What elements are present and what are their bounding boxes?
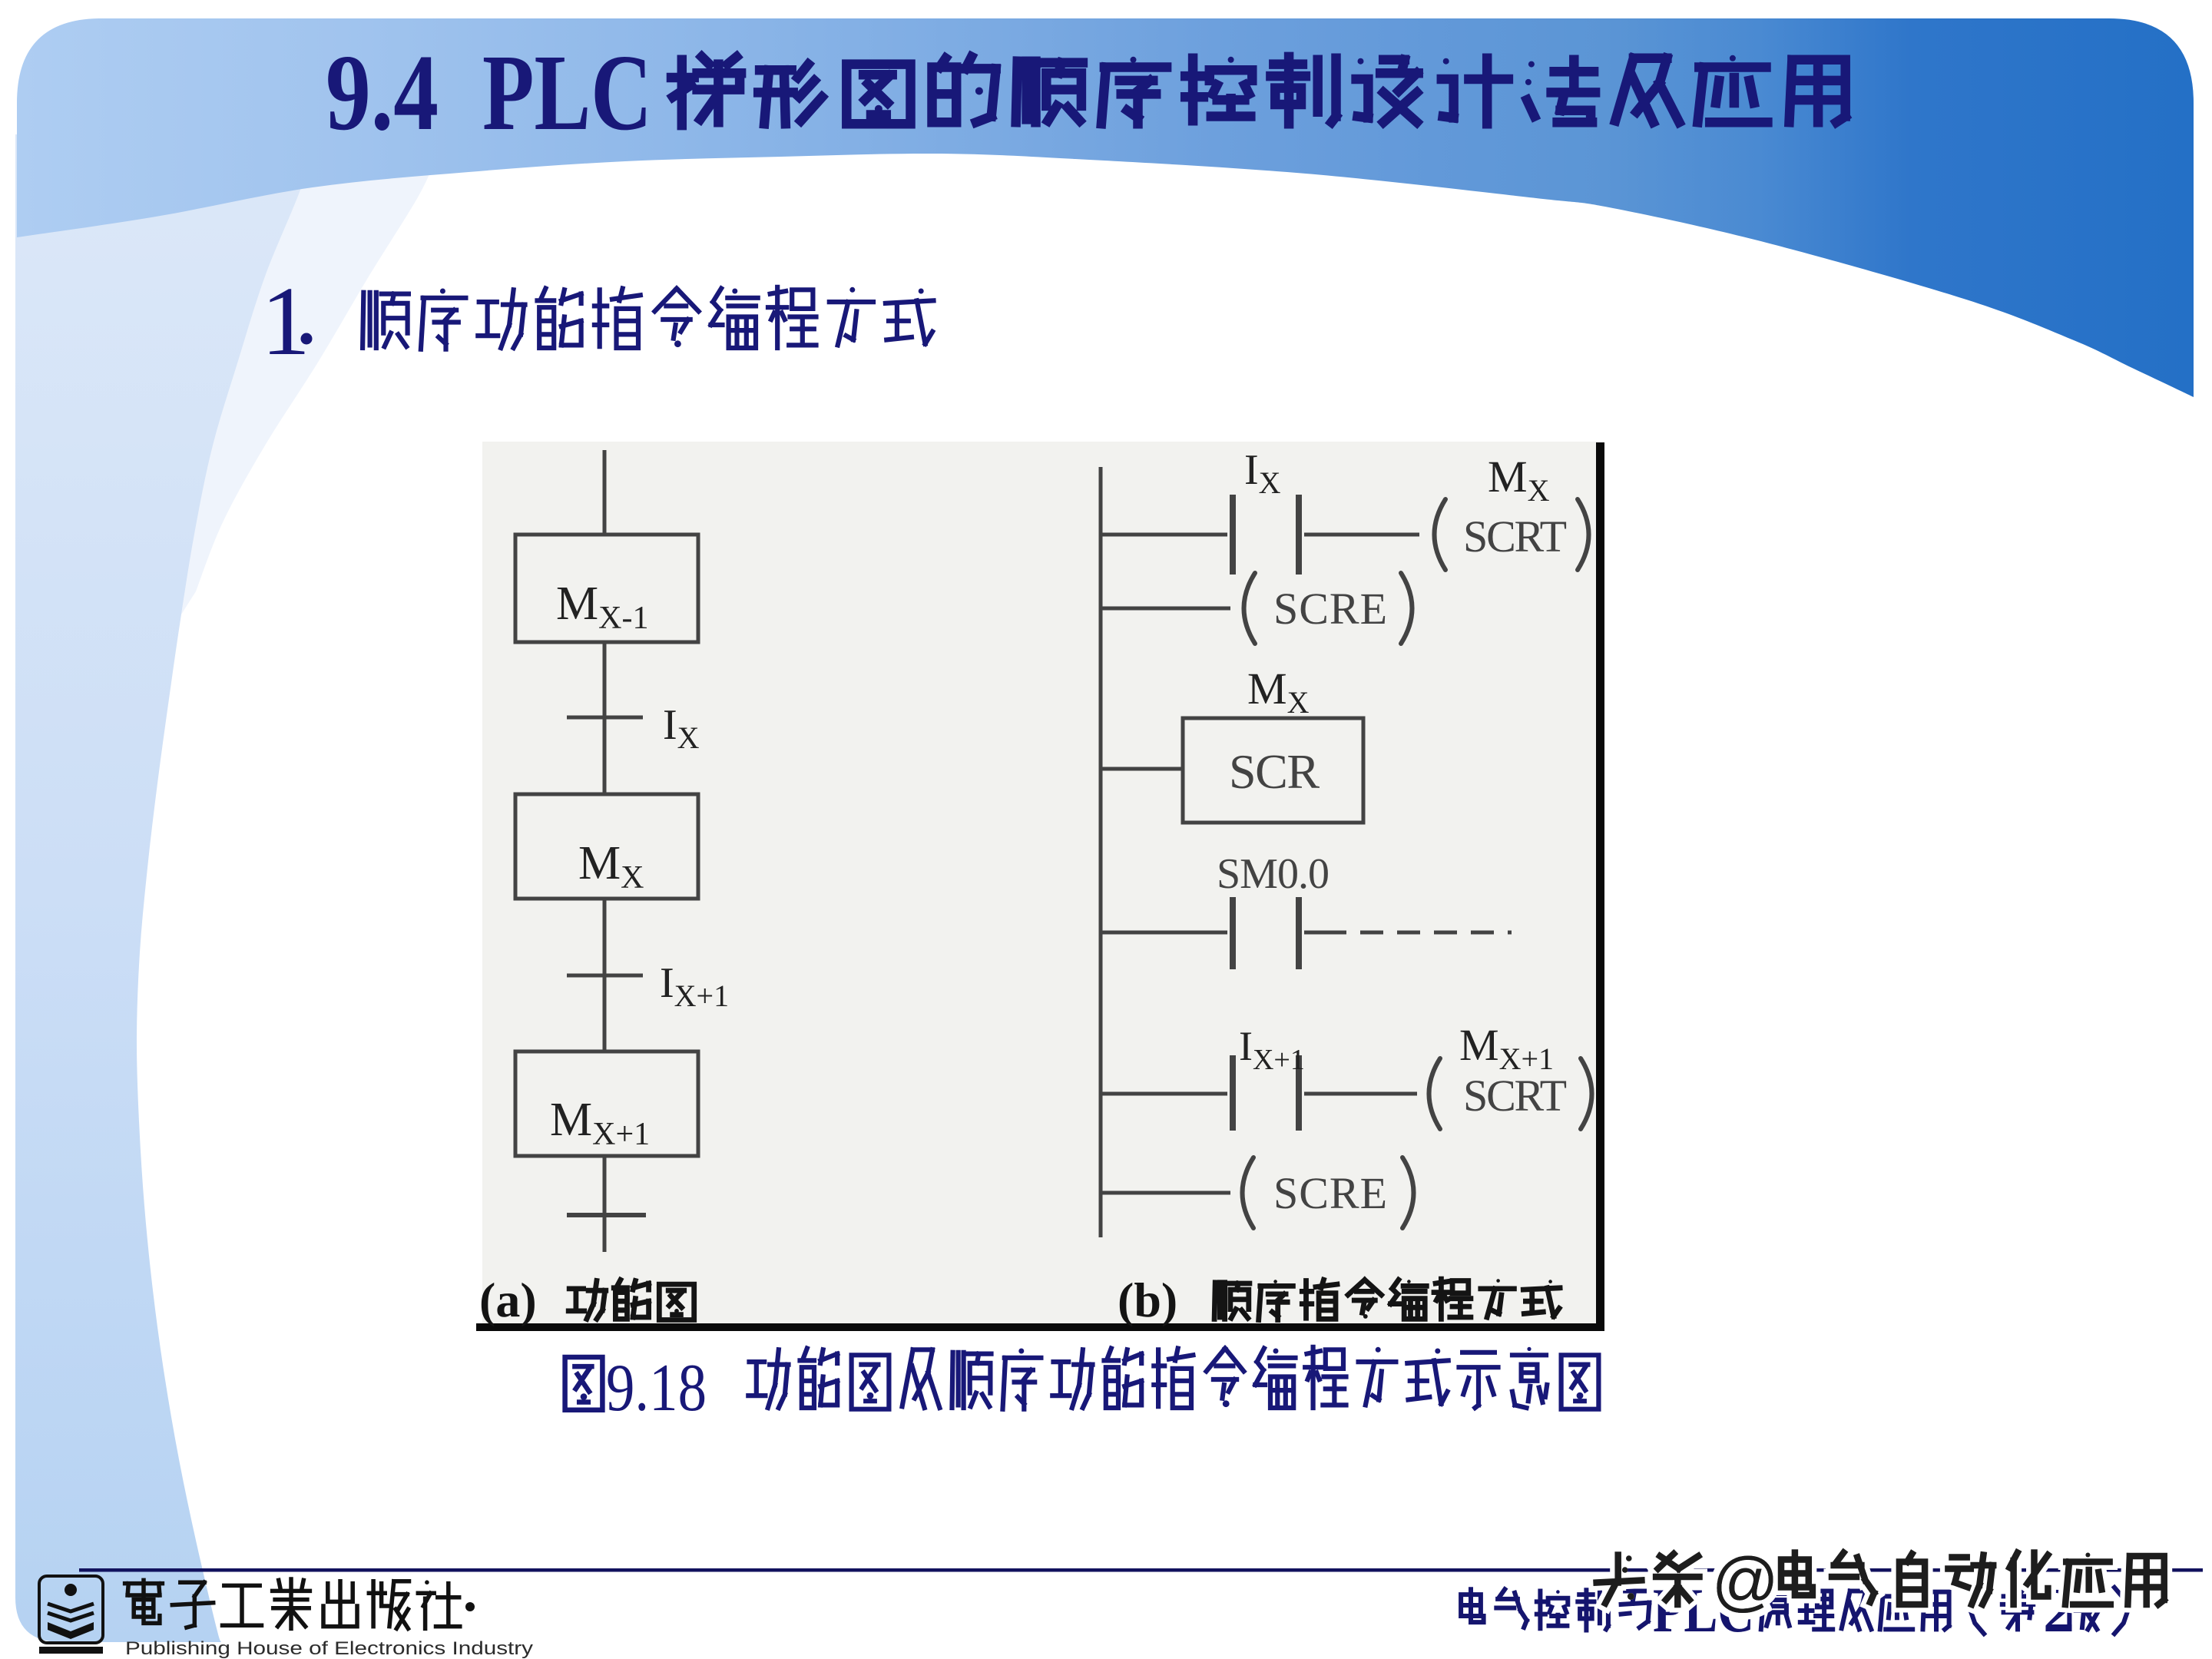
svg-text:SCRT: SCRT [1463, 512, 1567, 561]
svg-text:SCR: SCR [1229, 744, 1320, 799]
svg-text:SCRT: SCRT [1463, 1071, 1567, 1121]
svg-text:9.4: 9.4 [326, 31, 439, 153]
svg-text:9.18: 9.18 [606, 1351, 707, 1426]
svg-text:SCRE: SCRE [1273, 584, 1387, 634]
svg-text:1: 1 [261, 267, 310, 376]
svg-text:SM0.0: SM0.0 [1217, 850, 1330, 898]
svg-text:Publishing House of Electronic: Publishing House of Electronics Industry [125, 1638, 533, 1659]
svg-text:SCRE: SCRE [1273, 1168, 1387, 1218]
svg-text:MX: MX [578, 837, 644, 896]
svg-text:@: @ [1712, 1545, 1779, 1618]
svg-text:(a): (a) [479, 1273, 537, 1327]
svg-text:PLC: PLC [482, 31, 652, 153]
svg-text:@: @ [1712, 1545, 1779, 1618]
svg-text:(b): (b) [1118, 1273, 1177, 1327]
